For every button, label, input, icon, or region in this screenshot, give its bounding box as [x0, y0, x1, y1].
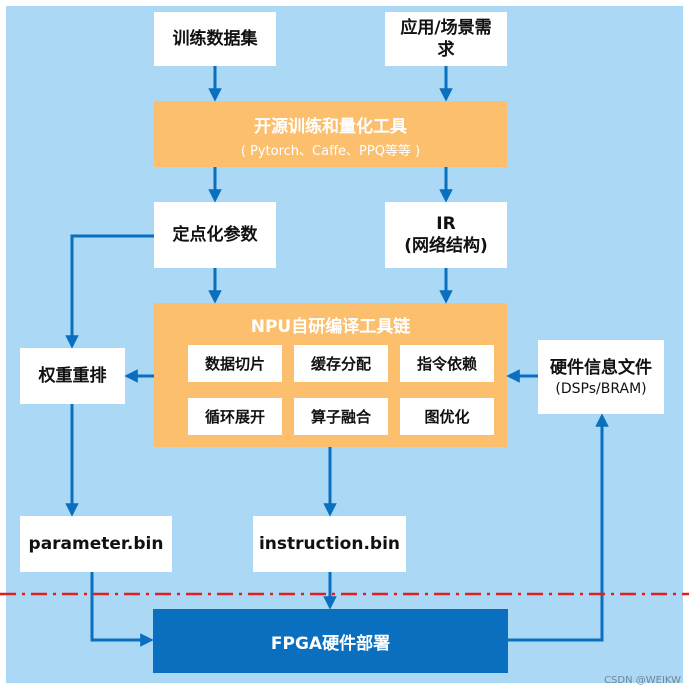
training-data-box: 训练数据集 [154, 12, 276, 66]
hardware-info-label-line2: (DSPs/BRAM) [555, 381, 647, 397]
ir-label-line2: (网络结构) [404, 236, 488, 256]
fpga-deploy-label: FPGA硬件部署 [270, 633, 391, 654]
app-scene-label-line2: 求 [437, 40, 455, 60]
arrow-fixed-params-to-weight-reorder [65, 234, 154, 349]
training-tools-box: 开源训练和量化工具 ( Pytorch、Caffe、PPQ等等 ) [154, 101, 507, 167]
npu-module-instruction-dependency: 指令依赖 [400, 345, 494, 382]
arrow-fpga-to-hardware-info [508, 413, 609, 642]
npu-module-data-slicing: 数据切片 [188, 345, 282, 382]
ir-box: IR (网络结构) [385, 202, 507, 268]
npu-module-graph-optimization: 图优化 [400, 398, 494, 435]
parameter-bin-box: parameter.bin [20, 516, 172, 572]
training-tools-title: 开源训练和量化工具 [254, 117, 407, 137]
app-scene-box: 应用/场景需 求 [385, 12, 507, 66]
fixed-params-box: 定点化参数 [154, 202, 276, 268]
instruction-bin-label: instruction.bin [258, 534, 401, 554]
hardware-info-label-line1: 硬件信息文件 [550, 358, 652, 378]
arrow-parameter-bin-to-fpga [90, 572, 154, 647]
npu-toolchain-title: NPU自研编译工具链 [250, 317, 411, 337]
training-data-label: 训练数据集 [172, 29, 258, 49]
ir-label-line1: IR [436, 214, 456, 234]
weight-reorder-box: 权重重排 [20, 348, 125, 404]
fixed-params-label: 定点化参数 [172, 225, 258, 245]
app-scene-label-line1: 应用/场景需 [400, 18, 492, 38]
hardware-info-box: 硬件信息文件 (DSPs/BRAM) [538, 340, 664, 414]
instruction-bin-box: instruction.bin [253, 516, 406, 572]
training-tools-subtitle: ( Pytorch、Caffe、PPQ等等 ) [240, 144, 421, 159]
npu-module-loop-unrolling: 循环展开 [188, 398, 282, 435]
fpga-deploy-box: FPGA硬件部署 [153, 609, 508, 673]
watermark: CSDN @WEIKW [604, 675, 681, 686]
weight-reorder-label: 权重重排 [38, 366, 107, 386]
npu-module-operator-fusion: 算子融合 [294, 398, 388, 435]
parameter-bin-label: parameter.bin [28, 534, 164, 554]
npu-module-cache-allocation: 缓存分配 [294, 345, 388, 382]
